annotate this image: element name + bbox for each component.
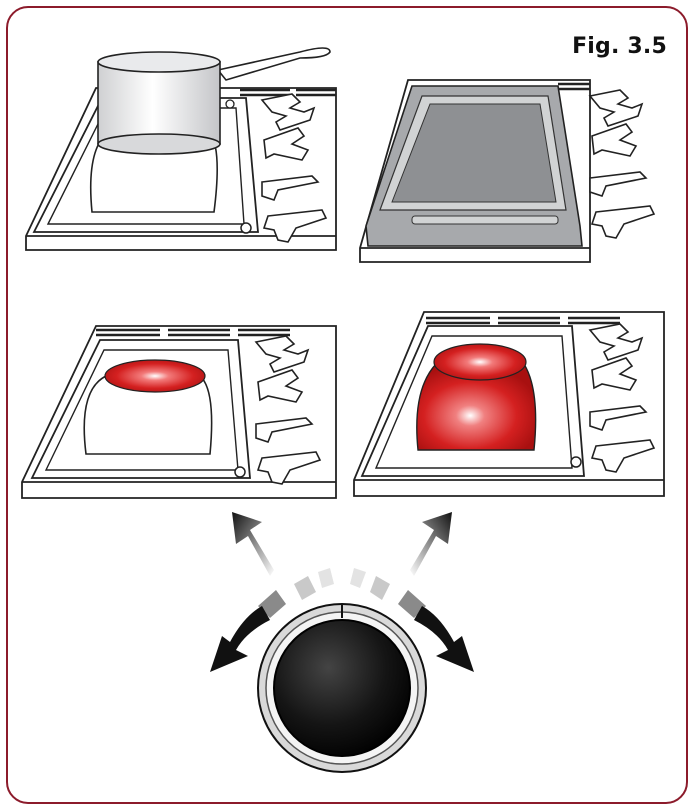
panel-single-zone-on [22, 326, 336, 498]
arrow-up-left-icon [232, 512, 274, 576]
arrow-down-right-icon [414, 606, 474, 672]
arrow-up-right-icon [410, 512, 452, 576]
panel-dual-zone-on [354, 312, 664, 496]
control-knob[interactable] [258, 604, 426, 772]
grate-icon [590, 90, 654, 238]
arrow-down-left-icon [210, 606, 270, 672]
control-knob-group [210, 512, 474, 772]
panel-griddle-plate [360, 80, 654, 262]
panel-pan-on-hotplate [26, 48, 336, 250]
heating-zone-icon [105, 360, 205, 392]
